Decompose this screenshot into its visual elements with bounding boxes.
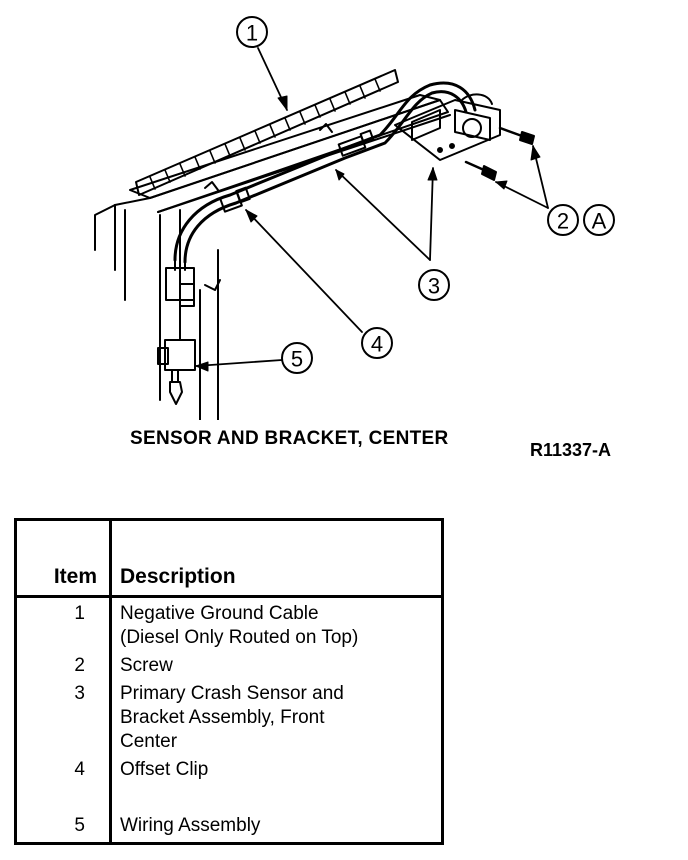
item-description: Wiring Assembly (111, 812, 443, 844)
callout-label-2: 2 (557, 209, 569, 234)
description-line: Screw (120, 655, 173, 676)
screw-upper (498, 126, 535, 145)
table-row: 1 Negative Ground Cable (Diesel Only Rou… (15, 596, 443, 653)
ground-cable (135, 69, 399, 196)
description-line: Wiring Assembly (120, 815, 261, 836)
screw-lower (464, 160, 497, 181)
item-number: 2 (15, 652, 112, 680)
callout-label-a: A (592, 209, 607, 234)
item-description: Negative Ground Cable (Diesel Only Route… (111, 597, 443, 653)
table-row: 5 Wiring Assembly (15, 812, 443, 844)
item-number: 3 (15, 680, 112, 756)
callout-label-4: 4 (371, 332, 383, 357)
table-row: 3 Primary Crash Sensor and Bracket Assem… (15, 680, 443, 756)
description-line: Offset Clip (120, 759, 209, 780)
offset-clip-shape (204, 123, 333, 213)
callout-label-5: 5 (291, 347, 303, 372)
arrowheads (195, 95, 541, 372)
item-description: Primary Crash Sensor and Bracket Assembl… (111, 680, 443, 756)
item-description: Offset Clip (111, 756, 443, 812)
column-header-description: Description (110, 519, 443, 598)
item-number: 4 (15, 756, 112, 812)
sensor-harness (173, 81, 477, 264)
sensor-bracket-diagram: 1 2 A 3 4 5 (94, 16, 615, 420)
leader-lines (195, 47, 549, 367)
item-description: Screw (111, 652, 443, 680)
figure-caption: SENSOR AND BRACKET, CENTER (130, 428, 449, 449)
crash-sensor-bracket (394, 93, 501, 161)
callout-circles (236, 16, 615, 374)
figure-reference-number: R11337-A (530, 440, 612, 460)
legend-table: Item Description 1 Negative Ground Cable… (14, 518, 444, 845)
item-number: 1 (15, 596, 112, 652)
item-number: 5 (15, 812, 112, 844)
column-header-item: Item (15, 519, 112, 598)
callout-label-3: 3 (428, 274, 440, 299)
wiring-assembly-shape (157, 259, 196, 405)
description-line: (Diesel Only Routed on Top) (120, 627, 359, 648)
table-row: 4 Offset Clip (15, 756, 443, 812)
description-line: Bracket Assembly, Front (120, 707, 325, 728)
table-row: 2 Screw (15, 652, 443, 680)
description-line: Negative Ground Cable (120, 603, 319, 624)
description-line: Center (120, 731, 178, 752)
body-panel (94, 94, 451, 420)
legend-header-row: Item Description (15, 519, 443, 598)
description-line: Primary Crash Sensor and (120, 683, 344, 704)
callout-label-1: 1 (246, 21, 258, 46)
harness-connector (337, 129, 375, 157)
